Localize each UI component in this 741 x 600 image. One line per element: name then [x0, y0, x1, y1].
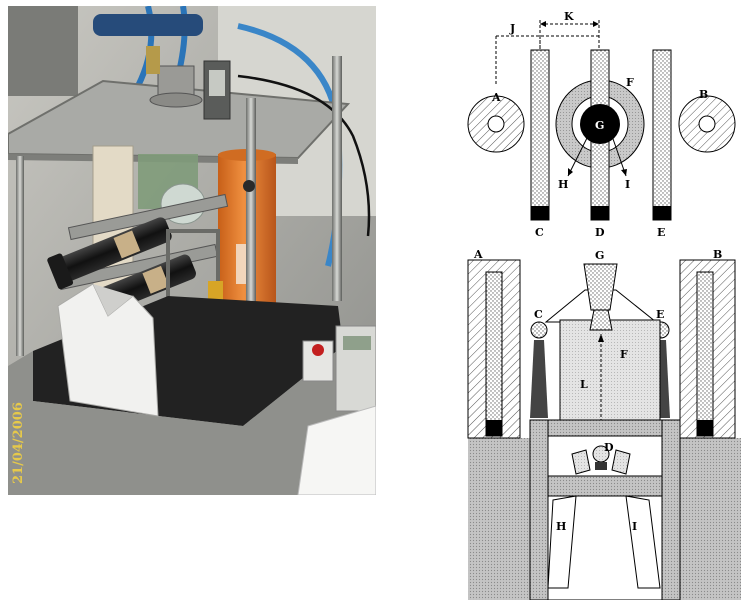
center-flange — [149, 92, 203, 108]
label-d-top: D — [595, 226, 605, 239]
label-i-side: I — [632, 520, 637, 533]
label-c-top: C — [535, 226, 544, 239]
frame-a-inner — [485, 271, 503, 437]
arrow-k-left — [540, 21, 546, 27]
red-button — [312, 344, 324, 356]
label-f-top: F — [626, 76, 634, 89]
label-h-side: H — [556, 520, 566, 533]
paper-sheet — [297, 405, 376, 495]
white-stand — [57, 283, 159, 417]
label-k: K — [564, 10, 574, 23]
sensor-base — [595, 462, 607, 470]
label-e-top: E — [657, 226, 665, 239]
label-b-top: B — [699, 88, 708, 101]
bench-left-leg — [529, 419, 549, 600]
bar-c — [530, 49, 550, 221]
rod-clamp — [243, 180, 255, 192]
lamp-c — [530, 321, 548, 339]
bar-d-foot — [591, 206, 609, 220]
arrow-i-head — [621, 169, 627, 176]
valve-block — [93, 14, 203, 36]
chamber-block-right — [611, 449, 631, 475]
label-a-side: A — [473, 248, 483, 261]
leg-h — [547, 495, 577, 589]
bench-right-leg — [661, 419, 681, 600]
label-i-top: I — [625, 178, 630, 191]
bench-top — [529, 419, 681, 437]
center-fitting — [157, 65, 195, 97]
arrow-i — [611, 135, 627, 177]
arrow-h — [567, 135, 589, 177]
bar-e — [652, 49, 672, 221]
arrow-k-right — [593, 21, 599, 27]
label-j: J — [509, 22, 515, 35]
rod-back-left — [16, 156, 24, 356]
table-top — [8, 336, 376, 495]
floor-left — [468, 438, 530, 600]
leg-i — [625, 495, 661, 589]
disk-g — [580, 104, 620, 144]
lamp-c-stand — [530, 340, 548, 418]
nozzle-g — [583, 263, 618, 311]
arrow-h-head — [568, 168, 573, 176]
frame-a-foot — [486, 420, 502, 436]
rod-back-right — [332, 56, 342, 301]
black-cable — [237, 74, 371, 237]
bar-e-foot — [653, 206, 671, 220]
frame-b-foot — [697, 420, 713, 436]
vessel-f — [559, 319, 661, 421]
side-view-diagram: A B C E G F L D H I — [467, 248, 741, 600]
top-view-diagram: J K A B G F H I C D E — [467, 10, 736, 239]
controller-display — [343, 336, 371, 350]
label-a-top: A — [491, 91, 501, 104]
white-stand-notch — [93, 284, 133, 316]
liquid-plug — [589, 309, 613, 331]
apparatus-photo: 21/04/2006 — [8, 6, 376, 495]
label-l-side: L — [580, 378, 588, 391]
bench-mid-shelf — [547, 475, 663, 497]
camera-upper — [47, 217, 172, 290]
ring-a-inner — [487, 115, 505, 133]
display-gauge-screen — [209, 70, 225, 96]
label-h-top: H — [558, 178, 568, 191]
label-b-side: B — [713, 248, 722, 261]
frame-b-inner — [696, 271, 714, 437]
label-c-side: C — [534, 308, 543, 321]
rod-front-right — [246, 98, 256, 443]
arrow-l — [598, 334, 604, 342]
label-g-side: G — [595, 249, 604, 262]
label-e-side: E — [656, 308, 664, 321]
label-f-side: F — [620, 348, 628, 361]
brass-fitting — [146, 46, 160, 74]
date-stamp: 21/04/2006 — [11, 402, 26, 484]
dark-corner — [8, 6, 78, 96]
label-g-top: G — [595, 119, 604, 132]
floor-right — [680, 438, 741, 600]
chamber-block-left — [571, 449, 591, 475]
top-plate — [8, 79, 351, 160]
bar-c-foot — [531, 206, 549, 220]
label-d-side: D — [604, 441, 614, 454]
ring-b-inner — [698, 115, 716, 133]
